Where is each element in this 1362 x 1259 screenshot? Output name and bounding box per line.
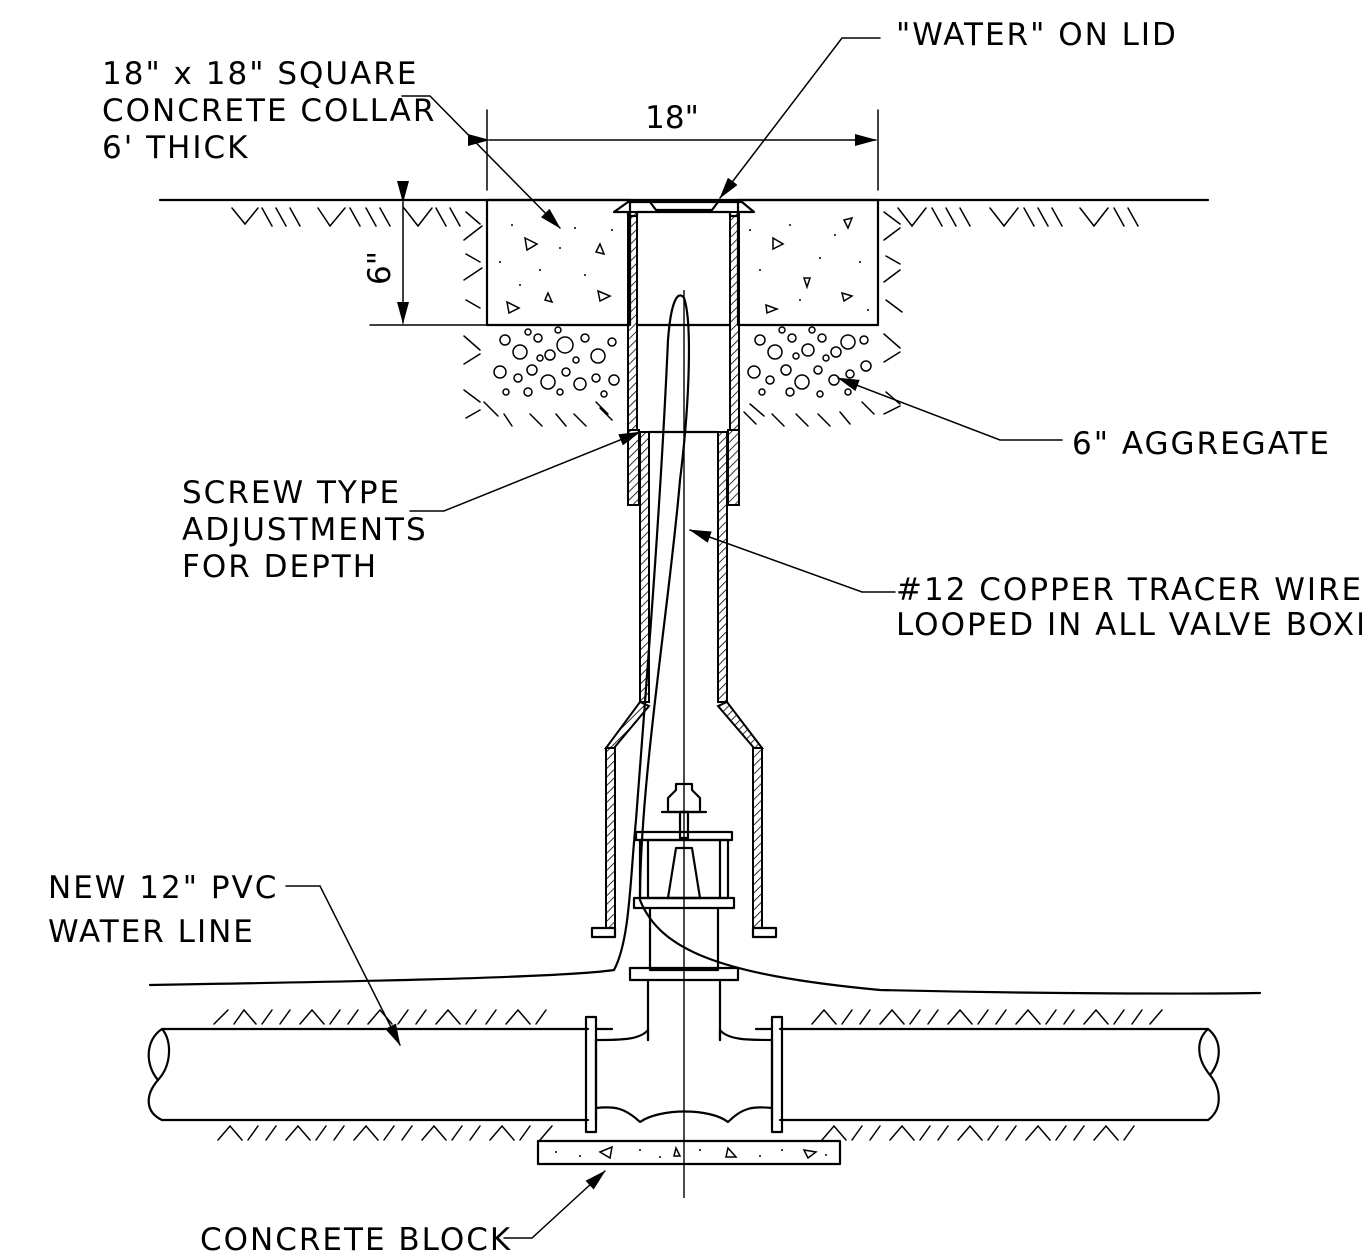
- screw-label-line-1: SCREW TYPE: [182, 475, 401, 511]
- earth-hatching-surface: [231, 207, 1139, 427]
- screw-label-line-2: ADJUSTMENTS: [182, 512, 428, 548]
- wire-label-line-1: #12 COPPER TRACER WIRE: [896, 572, 1362, 608]
- collar-label-line-2: CONCRETE COLLAR: [102, 93, 436, 129]
- wire-label-line-2: LOOPED IN ALL VALVE BOXES: [896, 607, 1362, 643]
- width-dim-label: 18": [645, 100, 699, 136]
- aggregate-label: 6" AGGREGATE: [1072, 426, 1331, 462]
- concrete-block-label: CONCRETE BLOCK: [200, 1222, 512, 1258]
- screw-label-line-3: FOR DEPTH: [182, 549, 378, 585]
- concrete-block: [536, 1139, 842, 1166]
- pvc-label-line-2: WATER LINE: [48, 914, 255, 950]
- water-on-lid-label: "WATER" ON LID: [896, 17, 1178, 53]
- pvc-water-line: [147, 1008, 1220, 1141]
- copper-tracer-wire: [148, 294, 1262, 995]
- concrete-collar: [485, 198, 880, 327]
- depth-dim-label: 6": [362, 251, 398, 285]
- leader-lines: [285, 37, 1063, 1239]
- collar-label-line-3: 6' THICK: [102, 130, 249, 166]
- callout-labels: "WATER" ON LID 18" x 18" SQUARE CONCRETE…: [48, 17, 1362, 1258]
- collar-label-line-1: 18" x 18" SQUARE: [102, 56, 418, 92]
- aggregate-bed: [493, 326, 872, 398]
- width-dimension: 18": [468, 100, 879, 191]
- pvc-label-line-1: NEW 12" PVC: [48, 870, 278, 906]
- gate-valve: [628, 290, 740, 1198]
- depth-dimension: 6": [362, 181, 488, 326]
